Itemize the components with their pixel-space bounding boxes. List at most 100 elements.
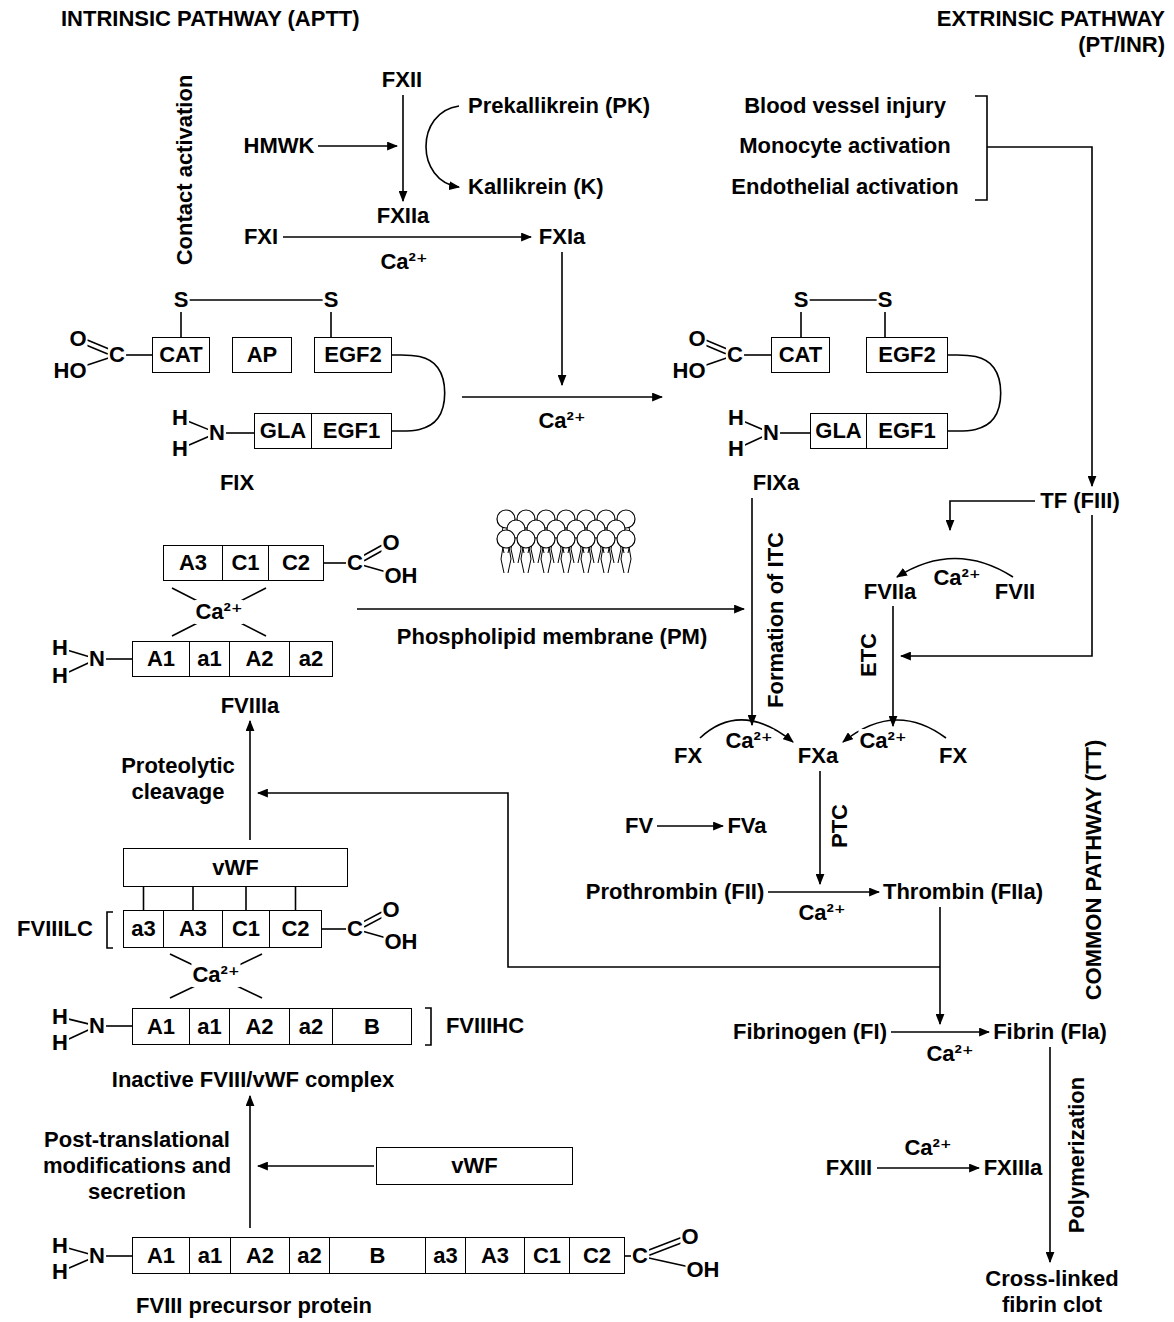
bond-line [801,300,885,337]
flow-arrow [950,501,1035,530]
connector-layer [144,300,1001,910]
flow-arrow [249,721,251,840]
domain-box: C2 [269,910,322,948]
atom-symbol: S [173,288,190,312]
chemical-bond [364,565,386,571]
chemical-bond [67,1260,88,1269]
atom-symbol: C [346,917,364,941]
pathway-label: FXII [381,68,423,92]
domain-label: a1 [198,1244,222,1268]
flow-arrow [249,1096,251,1228]
chemical-bond [67,663,89,673]
domain-label: A1 [147,1015,175,1039]
chemical-bond [85,358,108,366]
pathway-label: Fibrinogen (FI) [732,1020,888,1044]
flow-arrow [987,147,1092,486]
atom-symbol: C [346,551,364,575]
domain-box: GLA [254,413,312,449]
pathway-label: Prekallikrein (PK) [467,94,651,118]
domain-box: C1 [222,545,269,581]
domain-label: AP [247,343,278,367]
chemical-bond [187,421,208,430]
atom-symbol: N [88,647,106,671]
calcium-bridge [172,588,266,636]
atom-symbol: HO [672,359,707,383]
flow-arrow [402,95,404,201]
flow-arrow [258,1165,374,1167]
pathway-label: Inactive FVIII/vWF complex [111,1068,395,1092]
flow-arrow [751,498,753,725]
flow-arrow [258,793,940,967]
domain-label: A1 [147,1244,175,1268]
chemical-bond [704,345,725,354]
chemical-bond [68,1248,89,1254]
chemical-bond [362,912,382,923]
pathway-label: FVa [726,814,767,838]
note-label: EXTRINSIC PATHWAY (PT/INR) [914,6,1166,58]
pathway-label: Ca²⁺ [903,1136,952,1160]
pathway-label: Ca²⁺ [858,729,907,753]
domain-label: A3 [179,551,207,575]
domain-label: GLA [260,419,306,443]
chain-bracket [107,912,113,948]
chemical-bond [322,928,346,930]
domain-label: C2 [583,1244,611,1268]
domain-box: CAT [152,337,210,373]
domain-box: vWF [123,848,348,887]
atom-symbol: N [88,1014,106,1038]
lipid-tail [568,547,571,573]
chemical-bond [106,658,132,660]
domain-box: A1 [132,1008,190,1045]
domain-label: A2 [245,1015,273,1039]
atom-symbol: N [88,1244,106,1268]
atom-symbol: OH [686,1258,721,1282]
pathway-label: FVIIIHC [445,1014,525,1038]
domain-label: a3 [433,1244,457,1268]
atom-symbol: C [631,1244,649,1268]
flow-arrow [283,236,531,238]
domain-label: CAT [779,343,823,367]
flow-arrow [819,771,821,884]
domain-box: A1 [132,1237,190,1274]
domain-box: A3 [163,545,223,581]
pathway-label: Thrombin (FIIa) [882,880,1044,904]
chemical-bond [704,358,726,366]
domain-label: EGF2 [878,343,935,367]
lipid-head [597,530,615,548]
flow-arrow [939,907,941,1024]
bond-line [181,300,331,337]
atom-symbol: FV [624,814,654,838]
chemical-bond [85,345,107,354]
calcium-bridge [170,954,262,998]
domain-label: A2 [246,1244,274,1268]
domain-label: B [364,1015,380,1039]
pathway-label: Ca²⁺ [932,566,981,590]
pathway-label: FIX [219,471,255,495]
flow-arrow [768,891,879,893]
pathway-label: FVIIILC [16,917,94,941]
lipid-tail [501,547,504,573]
domain-box: a3 [123,910,164,948]
atom-symbol: H [51,1260,69,1284]
lipid-tail [528,547,531,573]
flow-arrow [462,396,662,398]
domain-box: A1 [132,641,190,677]
domain-box: B [332,1008,412,1045]
note-label: Proteolytic cleavage [112,753,244,805]
pathway-label: Ca²⁺ [379,250,428,274]
atom-symbol: C [726,343,744,367]
domain-box: A2 [230,1237,290,1274]
chemical-bond [324,562,346,564]
flow-arrow [657,825,723,827]
vertical-label: Contact activation [173,74,197,267]
chemical-bond [706,340,727,349]
chemical-bond [364,931,386,937]
atom-symbol: N [208,421,226,445]
lipid-head [577,530,595,548]
domain-label: A3 [481,1244,509,1268]
pathway-label: FXI [243,225,279,249]
lipid-tail [541,547,544,573]
domain-label: a1 [197,1015,221,1039]
lipid-tail [581,547,584,573]
pathway-label: Ca²⁺ [797,901,846,925]
